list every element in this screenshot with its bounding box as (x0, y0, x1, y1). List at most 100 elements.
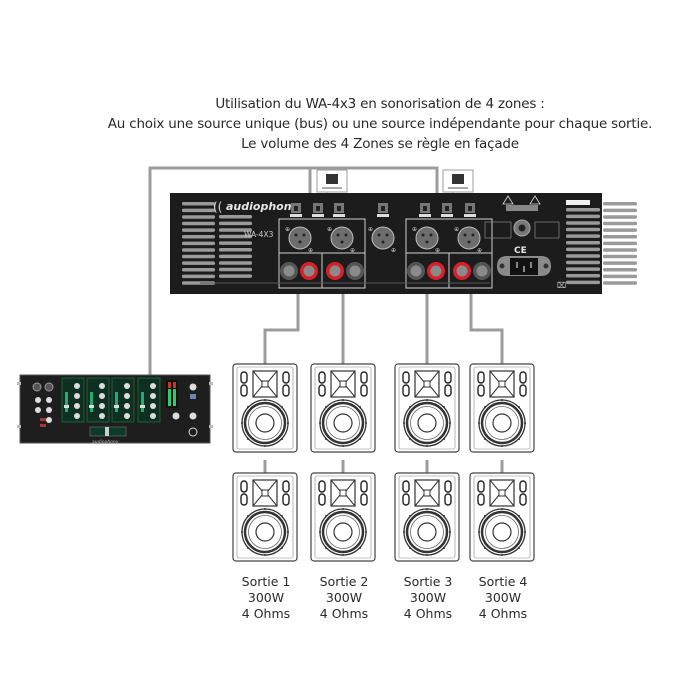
vent-slot (566, 247, 600, 252)
knob-icon (150, 413, 156, 419)
vent-slot (182, 202, 215, 206)
vent-slot (219, 254, 252, 259)
vent-slot (603, 228, 637, 232)
vent-slot (182, 261, 215, 265)
knob-icon (150, 393, 156, 399)
svg-text:⊕: ⊕ (391, 247, 396, 254)
vent-slot (603, 261, 637, 265)
knob-icon (99, 413, 105, 419)
speaker-2-bottom (310, 472, 376, 562)
knob-icon (150, 403, 156, 409)
vent-slot (219, 267, 252, 272)
ce-mark: CE (514, 246, 527, 256)
amplifier-rear-panel: (( audiophony WA-4X3 ⊕⊕⊕⊕⊕⊕⊕⊕⊕⊕ CE (170, 193, 637, 294)
speaker-2-output: Sortie 2 (319, 574, 369, 589)
knob-icon (35, 407, 41, 413)
speaker-terminals (280, 262, 491, 280)
svg-text:⊕: ⊕ (350, 247, 355, 254)
speaker-3-bottom (394, 472, 460, 562)
knob-icon (46, 417, 52, 423)
speaker-4-output: Sortie 4 (478, 574, 528, 589)
svg-text:⊕: ⊕ (285, 226, 290, 233)
mixer: audiophony (17, 374, 213, 445)
vent-slot (182, 268, 215, 272)
speaker-1-power: 300W (247, 590, 285, 605)
xlr-connector-icon (371, 226, 395, 250)
title-line-3: Le volume des 4 Zones se règle en façade (241, 136, 519, 152)
xlr-connector-icon (415, 226, 439, 250)
speaker-4-top (469, 363, 535, 453)
vent-slot (219, 241, 252, 245)
vent-slot (603, 248, 637, 252)
speaker-4-impedance: 4 Ohms (478, 606, 528, 621)
xlr-connector-icon (457, 226, 481, 250)
vent-slot (219, 261, 252, 265)
speaker-4-bottom (469, 472, 535, 562)
speaker-2-top (310, 363, 376, 453)
power-inlet-icon (497, 256, 551, 276)
vent-slot (566, 267, 600, 271)
knob-icon (124, 383, 130, 389)
svg-text:⊕: ⊕ (435, 247, 440, 254)
weee-icon: ⌧ (557, 281, 566, 290)
vent-slot (566, 227, 600, 232)
speaker-4-power: 300W (484, 590, 522, 605)
speaker-2-power: 300W (325, 590, 363, 605)
speakers (232, 363, 535, 562)
amp-brand: audiophony (226, 200, 300, 213)
title-line-2: Au choix une source unique (bus) ou une … (107, 116, 653, 132)
vent-slot (603, 241, 637, 246)
amp-model: WA-4X3 (244, 230, 274, 239)
vent-slot (182, 248, 215, 252)
cable-output-4 (469, 290, 504, 364)
mixer-channels (32, 377, 198, 437)
vent-slot (219, 234, 252, 239)
vent-slot (566, 280, 600, 285)
knob-icon (124, 403, 130, 409)
vent-slot (603, 208, 637, 213)
svg-text:⊕: ⊕ (327, 226, 332, 233)
vent-slot (219, 221, 252, 226)
caution-label (502, 195, 541, 211)
mode-switch-callout-2 (442, 169, 474, 205)
vent-slot (182, 208, 215, 213)
vent-slot (182, 274, 215, 279)
vent-slot (219, 228, 252, 232)
knob-icon (99, 393, 105, 399)
vent-slot (566, 260, 600, 265)
speaker-1-top (232, 363, 298, 453)
speaker-1-impedance: 4 Ohms (241, 606, 291, 621)
vent-slot (219, 215, 252, 219)
cable-output-1 (263, 290, 300, 364)
vent-slot (603, 202, 637, 206)
vent-slot (566, 214, 600, 219)
vent-slot (603, 254, 637, 259)
vent-slot (182, 215, 215, 219)
speaker-2-impedance: 4 Ohms (319, 606, 369, 621)
diagram-title: Utilisation du WA-4x3 en sonorisation de… (60, 94, 700, 154)
knob-icon (74, 393, 80, 399)
knob-icon (74, 403, 80, 409)
vent-slot (603, 221, 637, 226)
vent-slot (182, 221, 215, 226)
left-vents (182, 202, 252, 285)
vent-slot (603, 281, 637, 285)
knob-icon (99, 383, 105, 389)
input-switches (290, 203, 476, 217)
vent-slot (182, 254, 215, 259)
knob-icon (46, 407, 52, 413)
vent-slot (219, 248, 252, 252)
knob-icon (35, 397, 41, 403)
vent-slot (603, 235, 637, 239)
speaker-3-output: Sortie 3 (403, 574, 453, 589)
vent-slot (219, 274, 252, 278)
speaker-3-power: 300W (409, 590, 447, 605)
vent-slot (182, 235, 215, 239)
knob-icon (74, 413, 80, 419)
xlr-connector-icon (288, 226, 312, 250)
vu-meter (166, 380, 178, 408)
